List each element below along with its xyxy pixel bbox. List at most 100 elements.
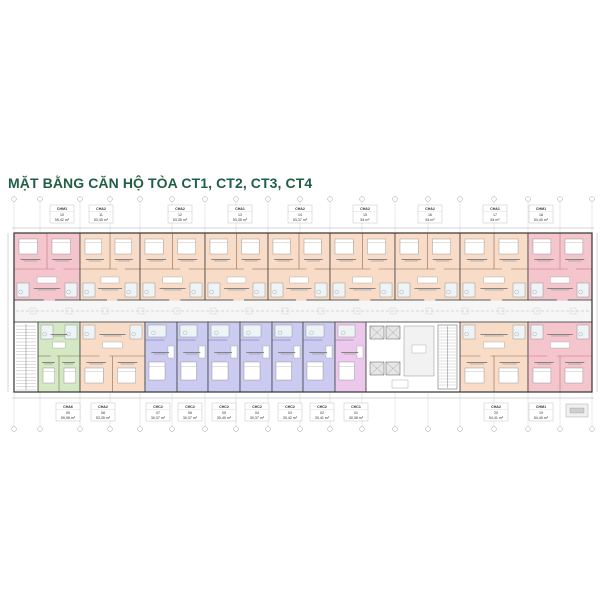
room-label-mark <box>551 335 569 337</box>
ceiling-light-icon <box>389 307 397 315</box>
unit-type-code: CHA2 <box>96 207 106 211</box>
unit-type-code: CHM1 <box>536 207 546 211</box>
room-label-mark <box>120 363 135 365</box>
ceiling-light-icon <box>317 307 325 315</box>
apartment-02[interactable] <box>302 321 336 393</box>
bathroom <box>129 324 143 340</box>
room-label-mark <box>214 260 228 262</box>
grid-axis-bubble <box>425 196 431 202</box>
room-label-mark <box>44 363 53 365</box>
room-label-mark <box>276 260 291 262</box>
grid-axis-bubble <box>491 426 497 432</box>
toilet-icon <box>309 330 314 335</box>
room-label-mark <box>103 335 122 337</box>
sofa-icon <box>417 276 438 284</box>
apartment-01[interactable] <box>334 321 367 393</box>
bathroom <box>530 282 544 298</box>
unit-label-frame <box>528 402 554 422</box>
apartment-06[interactable] <box>176 321 209 393</box>
unit-type-code: CHA6 <box>63 405 73 409</box>
toilet-icon <box>126 290 131 295</box>
bathroom <box>207 282 221 298</box>
apartment-07[interactable] <box>144 321 178 393</box>
toilet-icon <box>464 332 469 337</box>
apartment-05[interactable] <box>207 321 241 393</box>
bathroom <box>142 282 156 298</box>
toilet-icon <box>183 330 188 335</box>
unit-type-code: CHA2 <box>360 207 370 211</box>
grid-axis-bubble <box>265 196 271 202</box>
toilet-icon <box>334 290 339 295</box>
bathroom <box>462 282 476 298</box>
bathroom <box>314 282 328 298</box>
grid-axis-bubble <box>77 426 83 432</box>
room-label-mark <box>312 353 325 355</box>
room-label-mark <box>53 335 65 337</box>
bathroom <box>40 324 54 340</box>
grid-axis-bubble <box>169 196 175 202</box>
apartment-16[interactable] <box>394 232 461 301</box>
apartment-11[interactable] <box>79 232 141 301</box>
apartment-18[interactable] <box>527 232 593 301</box>
unit-label-frame <box>227 204 253 224</box>
grid-axis-bubble <box>11 196 17 202</box>
unit-label-frame <box>482 204 508 224</box>
bathroom <box>252 282 266 298</box>
bathroom <box>274 324 293 338</box>
apartment-08[interactable] <box>79 321 146 393</box>
apartment-20[interactable] <box>459 321 529 393</box>
unit-label-frame <box>88 204 114 224</box>
toilet-icon <box>272 290 277 295</box>
bed-icon <box>532 238 552 255</box>
apartment-09[interactable] <box>37 321 81 393</box>
apartment-04[interactable] <box>239 321 273 393</box>
apartment-17[interactable] <box>459 232 529 301</box>
apartment-14[interactable] <box>267 232 331 301</box>
room-label-mark <box>249 353 262 355</box>
room-label-mark <box>469 260 485 262</box>
room-label-mark <box>55 260 70 262</box>
sofa-icon <box>162 276 183 284</box>
room-label-mark <box>547 334 573 335</box>
room-label-mark <box>290 289 308 291</box>
ceiling-light-icon <box>173 307 181 315</box>
apartment-03[interactable] <box>271 321 304 393</box>
room-label-mark <box>353 289 372 291</box>
apartment-15[interactable] <box>329 232 396 301</box>
unit-number: 01 <box>354 411 358 415</box>
grid-axis-bubble <box>457 426 463 432</box>
room-label-mark <box>534 362 554 363</box>
toilet-icon <box>84 290 89 295</box>
room-label-mark <box>537 260 551 262</box>
unit-type-code: CHC2 <box>252 405 262 409</box>
grid-axis-bubble <box>425 426 431 432</box>
grid-axis-bubble <box>107 426 113 432</box>
room-label-mark <box>414 288 441 289</box>
room-label-mark <box>537 363 551 365</box>
unit-label-frame <box>343 402 369 422</box>
bathroom <box>147 324 167 338</box>
bathroom <box>379 282 393 298</box>
room-label-mark <box>336 259 356 260</box>
room-label-mark <box>64 363 74 365</box>
unit-number: 07 <box>156 411 160 415</box>
apartment-12[interactable] <box>139 232 206 301</box>
unit-number: 05 <box>222 411 226 415</box>
unit-label-frame <box>417 204 443 224</box>
unit-number: 03 <box>288 411 292 415</box>
unit-number: 20 <box>494 411 498 415</box>
sofa-icon <box>483 341 505 349</box>
room-label-mark <box>551 289 569 291</box>
toilet-icon <box>578 290 583 295</box>
room-label-mark <box>341 352 359 353</box>
unit-type-code: CHC2 <box>153 405 163 409</box>
apartment-13[interactable] <box>204 232 269 301</box>
toilet-icon <box>66 290 71 295</box>
apartment-19[interactable] <box>527 321 593 393</box>
unit-type-code: CHC2 <box>185 405 195 409</box>
room-label-mark <box>286 288 312 289</box>
apartment-10[interactable] <box>13 232 81 301</box>
bathroom <box>124 282 138 298</box>
